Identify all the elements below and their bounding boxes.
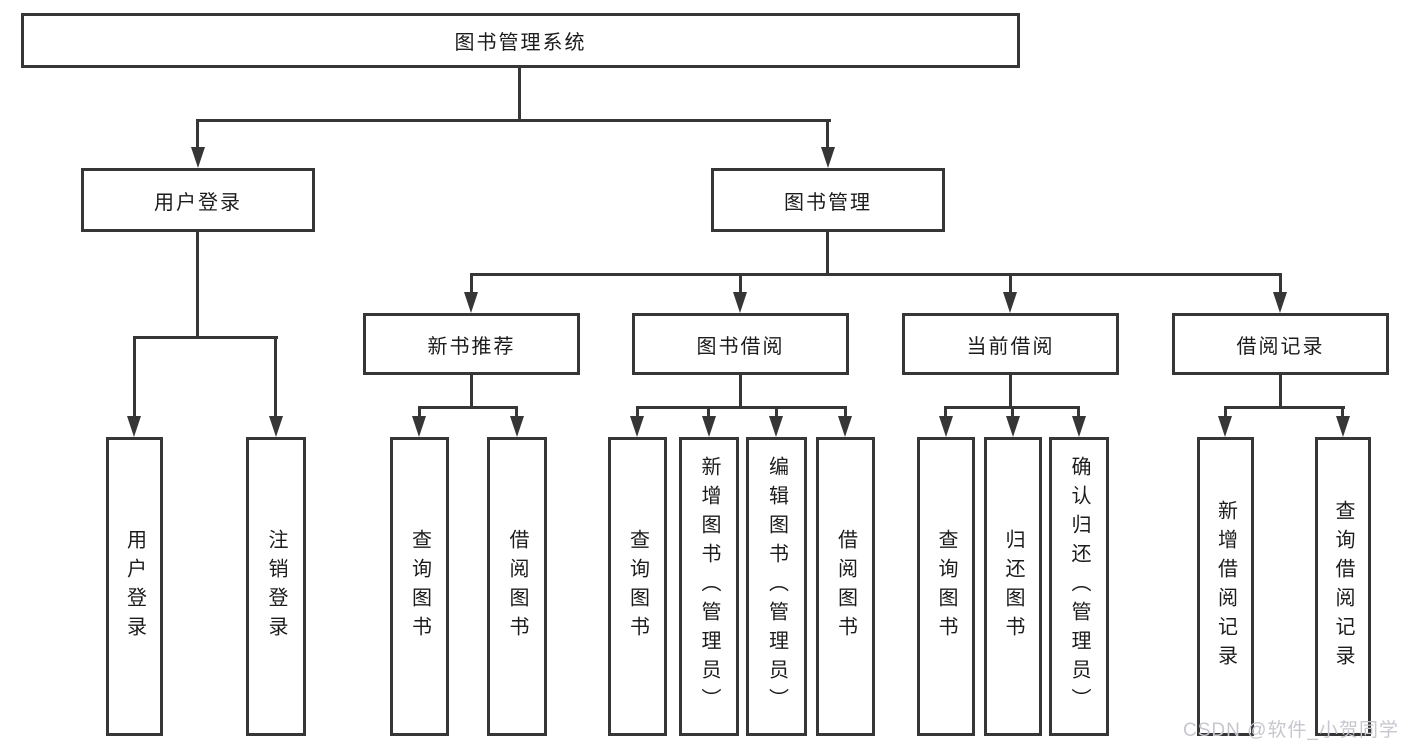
connector-hline	[636, 406, 847, 409]
connector-stem	[515, 406, 518, 418]
connector-stem	[196, 232, 199, 338]
connector-stem	[1279, 375, 1282, 409]
connector-stem	[707, 406, 710, 418]
node-query-borrow-record: 查询借阅记录	[1315, 437, 1371, 736]
arrowhead-icon	[510, 416, 524, 437]
arrowhead-icon	[1336, 416, 1350, 437]
node-label: 图书借阅	[696, 335, 785, 358]
connector-stem	[470, 273, 473, 293]
node-label: 图书管理系统	[454, 32, 587, 54]
node-label: 查询图书	[408, 528, 431, 645]
connector-level1-hline	[197, 119, 831, 122]
arrowhead-icon	[702, 416, 716, 437]
connector-stem	[418, 406, 421, 418]
node-confirm-return-admin: 确认归还（管理员）	[1049, 437, 1109, 736]
connector-hline	[470, 273, 1282, 276]
node-add-book-admin: 新增图书（管理员）	[679, 437, 739, 736]
arrowhead-icon	[1218, 416, 1232, 437]
connector-hline	[418, 406, 518, 409]
connector-stem	[274, 336, 277, 417]
node-user-login-group: 用户登录	[81, 168, 315, 232]
arrowhead-icon	[269, 416, 283, 437]
node-label: 借阅图书	[834, 528, 857, 645]
arrowhead-icon	[733, 292, 747, 313]
node-label: 图书管理	[784, 191, 872, 214]
node-borrow-books: 借阅图书	[816, 437, 875, 736]
connector-stem	[1009, 375, 1012, 409]
arrowhead-icon	[1003, 292, 1017, 313]
node-label: 用户登录	[154, 191, 242, 214]
arrowhead-icon	[412, 416, 426, 437]
node-borrow-books-recommend: 借阅图书	[487, 437, 547, 736]
node-edit-book-admin: 编辑图书（管理员）	[746, 437, 807, 736]
connector-stem	[1077, 406, 1080, 418]
connector-stem	[196, 119, 199, 148]
node-borrow-records: 借阅记录	[1172, 313, 1389, 375]
node-query-books-current: 查询图书	[917, 437, 975, 736]
node-label: 新书推荐	[427, 335, 516, 358]
arrowhead-icon	[127, 416, 141, 437]
node-current-borrow: 当前借阅	[902, 313, 1119, 375]
arrowhead-icon	[1006, 416, 1020, 437]
arrowhead-icon	[1072, 416, 1086, 437]
connector-stem	[739, 273, 742, 293]
node-label: 新增图书（管理员）	[698, 456, 720, 717]
arrowhead-icon	[821, 147, 835, 168]
connector-stem	[826, 232, 829, 276]
node-book-management: 图书管理	[711, 168, 945, 232]
node-new-book-recommend: 新书推荐	[363, 313, 580, 375]
connector-stem	[1224, 406, 1227, 418]
node-book-borrow: 图书借阅	[632, 313, 849, 375]
connector-stem	[739, 375, 742, 409]
node-label: 借阅图书	[506, 528, 528, 645]
node-label: 确认归还（管理员）	[1068, 456, 1090, 717]
connector-stem	[944, 406, 947, 418]
node-library-system: 图书管理系统	[21, 13, 1020, 68]
connector-hline	[1224, 406, 1345, 409]
connector-stem	[1279, 273, 1282, 293]
arrowhead-icon	[939, 416, 953, 437]
node-label: 查询图书	[626, 528, 649, 645]
connector-stem	[1011, 406, 1014, 418]
node-label: 当前借阅	[966, 335, 1055, 358]
connector-stem	[470, 375, 473, 409]
node-query-books-borrow: 查询图书	[608, 437, 667, 736]
node-return-book: 归还图书	[984, 437, 1042, 736]
arrowhead-icon	[464, 292, 478, 313]
node-label: 查询图书	[935, 528, 957, 645]
connector-stem	[775, 406, 778, 418]
connector-root-stem	[518, 68, 521, 122]
connector-stem	[844, 406, 847, 418]
node-logout: 注销登录	[246, 437, 306, 736]
arrowhead-icon	[630, 416, 644, 437]
arrowhead-icon	[191, 147, 205, 168]
connector-stem	[1009, 273, 1012, 293]
node-label: 用户登录	[123, 528, 146, 645]
connector-stem	[636, 406, 639, 418]
node-label: 归还图书	[1002, 528, 1024, 645]
connector-stem	[133, 336, 136, 417]
node-label: 查询借阅记录	[1332, 499, 1354, 674]
connector-stem	[826, 119, 829, 148]
connector-hline	[133, 336, 278, 339]
node-user-login: 用户登录	[106, 437, 163, 736]
node-query-books-recommend: 查询图书	[390, 437, 449, 736]
arrowhead-icon	[1273, 292, 1287, 313]
node-add-borrow-record: 新增借阅记录	[1197, 437, 1254, 736]
node-label: 编辑图书（管理员）	[765, 456, 788, 717]
node-label: 借阅记录	[1236, 335, 1325, 358]
arrowhead-icon	[769, 416, 783, 437]
node-label: 注销登录	[265, 528, 287, 645]
node-label: 新增借阅记录	[1214, 499, 1237, 674]
arrowhead-icon	[838, 416, 852, 437]
csdn-watermark: CSDN @软件_小贺同学	[1183, 720, 1399, 741]
connector-stem	[1341, 406, 1344, 418]
